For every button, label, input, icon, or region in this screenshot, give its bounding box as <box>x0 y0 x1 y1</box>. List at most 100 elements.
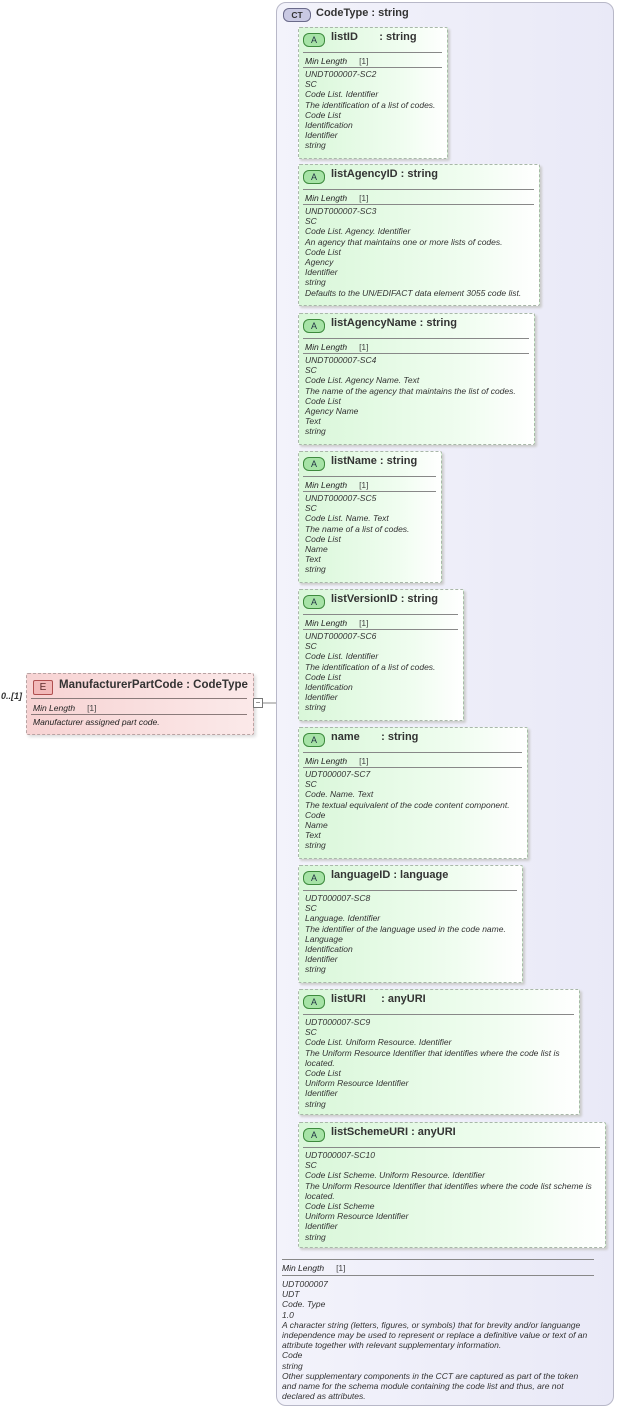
attribute-facet: Min Length [1] <box>305 618 369 628</box>
doc-line: Language. Identifier <box>305 913 381 924</box>
doc-line: Agency Name <box>305 406 359 417</box>
divider <box>282 1275 594 1276</box>
element-box[interactable]: E ManufacturerPartCode : CodeType Min Le… <box>26 673 254 735</box>
divider <box>282 1259 594 1260</box>
doc-line: Code <box>305 809 326 820</box>
attribute-name: listAgencyID : string <box>331 168 438 180</box>
doc-line: The identification of a list of codes. <box>305 661 436 672</box>
doc-line: Code List. Identifier <box>305 89 379 100</box>
doc-line: SC <box>305 903 317 914</box>
facet-label: Min Length <box>305 193 348 203</box>
doc-line: Code List Scheme <box>305 1201 375 1212</box>
attribute-box[interactable]: A listID : string Min Length[1] UNDT0000… <box>298 27 448 159</box>
divider <box>303 1014 574 1015</box>
doc-line: SC <box>305 365 317 376</box>
doc-line: SC <box>305 79 317 90</box>
doc-line: Code List. Identifier <box>305 651 379 662</box>
facet-label: Min Length <box>305 618 348 628</box>
complex-type-title: CodeType : string <box>316 7 409 19</box>
doc-line: Language <box>305 933 343 944</box>
attribute-box[interactable]: A listVersionID : string Min Length[1] U… <box>298 589 464 721</box>
facet-value: [1] <box>336 1263 346 1273</box>
doc-line: Text <box>305 416 321 427</box>
doc-line: string <box>305 840 326 851</box>
attribute-name: name : string <box>331 731 419 743</box>
doc-line: Identifier <box>305 1221 338 1232</box>
attribute-box[interactable]: A listAgencyID : string Min Length[1] UN… <box>298 164 540 306</box>
attribute-badge: A <box>303 319 325 333</box>
doc-line: string <box>305 564 326 575</box>
doc-line: Agency <box>305 257 334 268</box>
doc-line: UNDT000007-SC6 <box>305 631 377 641</box>
doc-line: Code List <box>305 246 341 257</box>
doc-line: Code List <box>305 1068 341 1079</box>
divider <box>31 698 247 699</box>
divider <box>303 1147 600 1148</box>
attribute-facet: Min Length[1] <box>305 480 369 490</box>
doc-line: SC <box>305 216 317 227</box>
doc-line: Identification <box>305 944 353 955</box>
doc-line: The identification of a list of codes. <box>305 99 436 110</box>
attribute-name: listID : string <box>331 31 417 43</box>
doc-line: UDT000007-SC7 <box>305 769 371 779</box>
doc-line: string <box>305 1098 326 1109</box>
facet-value: [1] <box>359 56 369 66</box>
divider <box>303 67 442 68</box>
doc-line: The name of a list of codes. <box>305 523 410 534</box>
facet-value: [1] <box>359 618 369 628</box>
doc-line: Identifier <box>305 1088 338 1099</box>
divider <box>303 204 534 205</box>
attribute-box[interactable]: A listAgencyName : string Min Length[1] … <box>298 313 535 445</box>
doc-line: SC <box>305 1027 317 1038</box>
divider <box>303 614 458 615</box>
attribute-facet: Min Length[1] <box>305 342 369 352</box>
attribute-facet: Min Length [1] <box>305 193 369 203</box>
doc-line: The Uniform Resource Identifier that ide… <box>305 1047 560 1068</box>
attribute-badge: A <box>303 595 325 609</box>
doc-line: string <box>305 964 326 975</box>
divider <box>303 491 436 492</box>
complex-type-doc: UDT000007 UDT Code. Type 1.0 A character… <box>282 1279 594 1401</box>
doc-line: Code. Name. Text <box>305 789 374 800</box>
attribute-box[interactable]: A listName : string Min Length[1] UNDT00… <box>298 451 442 583</box>
divider <box>31 714 247 715</box>
divider <box>303 752 522 753</box>
attribute-badge: A <box>303 1128 325 1142</box>
facet-value: [1] <box>359 756 369 766</box>
facet-value: [1] <box>359 193 369 203</box>
divider <box>303 353 529 354</box>
facet-value: [1] <box>359 480 369 490</box>
element-doc: Manufacturer assigned part code. <box>33 717 160 727</box>
doc-line: Code List. Agency. Identifier <box>305 226 411 237</box>
attribute-facet: Min Length[1] <box>305 56 369 66</box>
facet-label: Min Length <box>305 342 348 352</box>
doc-line: The Uniform Resource Identifier that ide… <box>305 1180 592 1201</box>
doc-line: An agency that maintains one or more lis… <box>305 236 503 247</box>
divider <box>303 890 517 891</box>
doc-line: Name <box>305 820 328 831</box>
divider <box>303 189 534 190</box>
doc-line: SC <box>305 1160 317 1171</box>
doc-line: UNDT000007-SC4 <box>305 355 377 365</box>
attribute-facet: Min Length[1] <box>305 756 369 766</box>
doc-line: Uniform Resource Identifier <box>305 1078 409 1089</box>
doc-line: Identifier <box>305 130 338 141</box>
complex-type-facet: Min Length [1] <box>282 1263 594 1273</box>
facet-label: Min Length <box>282 1263 325 1273</box>
doc-line: string <box>305 277 326 288</box>
divider <box>303 52 442 53</box>
doc-line: Uniform Resource Identifier <box>305 1211 409 1222</box>
attribute-box[interactable]: A name : string Min Length[1] UDT000007-… <box>298 727 528 859</box>
doc-line: The name of the agency that maintains th… <box>305 385 516 396</box>
doc-line: Code List <box>305 671 341 682</box>
collapse-toggle[interactable]: − <box>253 698 263 708</box>
